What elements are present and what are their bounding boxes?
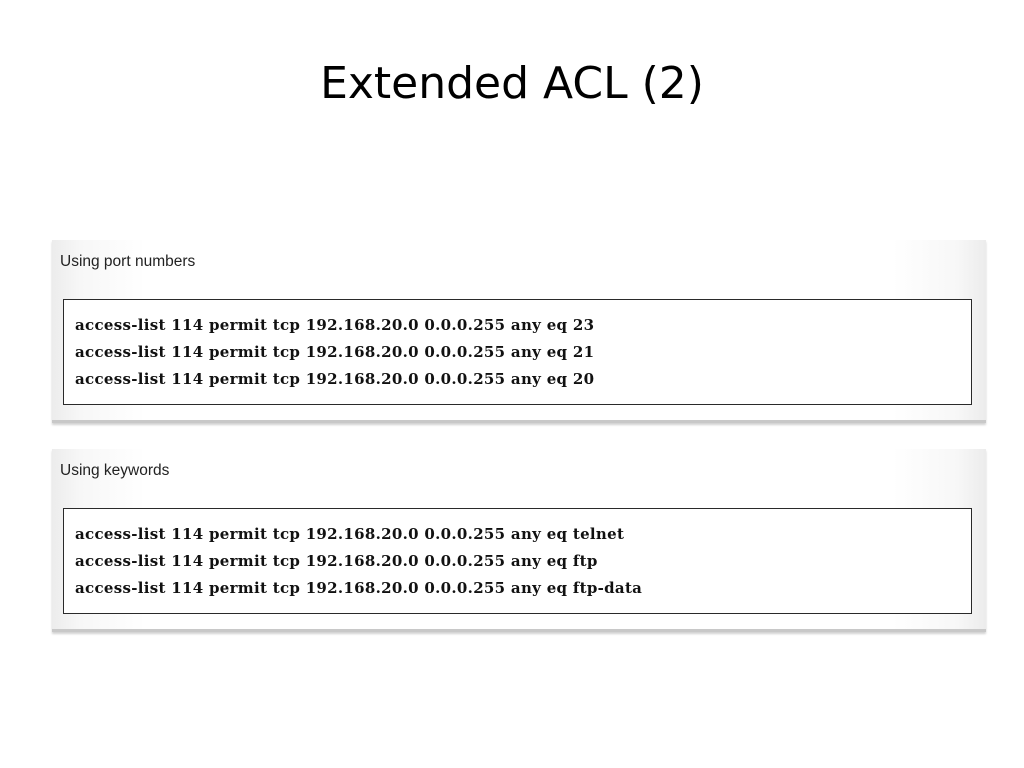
code-line: access-list 114 permit tcp 192.168.20.0 …: [75, 316, 595, 334]
code-line: access-list 114 permit tcp 192.168.20.0 …: [75, 579, 643, 597]
code-line: access-list 114 permit tcp 192.168.20.0 …: [75, 343, 595, 361]
code-box-port-numbers: access-list 114 permit tcp 192.168.20.0 …: [63, 299, 972, 405]
keywords-panel: Using keywords access-list 114 permit tc…: [52, 449, 986, 632]
code-line: access-list 114 permit tcp 192.168.20.0 …: [75, 552, 598, 570]
panel-label-port-numbers: Using port numbers: [60, 253, 196, 270]
panel-label-keywords: Using keywords: [60, 462, 170, 479]
slide-title: Extended ACL (2): [320, 58, 704, 109]
port-numbers-panel: Using port numbers access-list 114 permi…: [52, 240, 986, 423]
code-box-keywords: access-list 114 permit tcp 192.168.20.0 …: [63, 508, 972, 614]
code-line: access-list 114 permit tcp 192.168.20.0 …: [75, 525, 625, 543]
code-line: access-list 114 permit tcp 192.168.20.0 …: [75, 370, 595, 388]
